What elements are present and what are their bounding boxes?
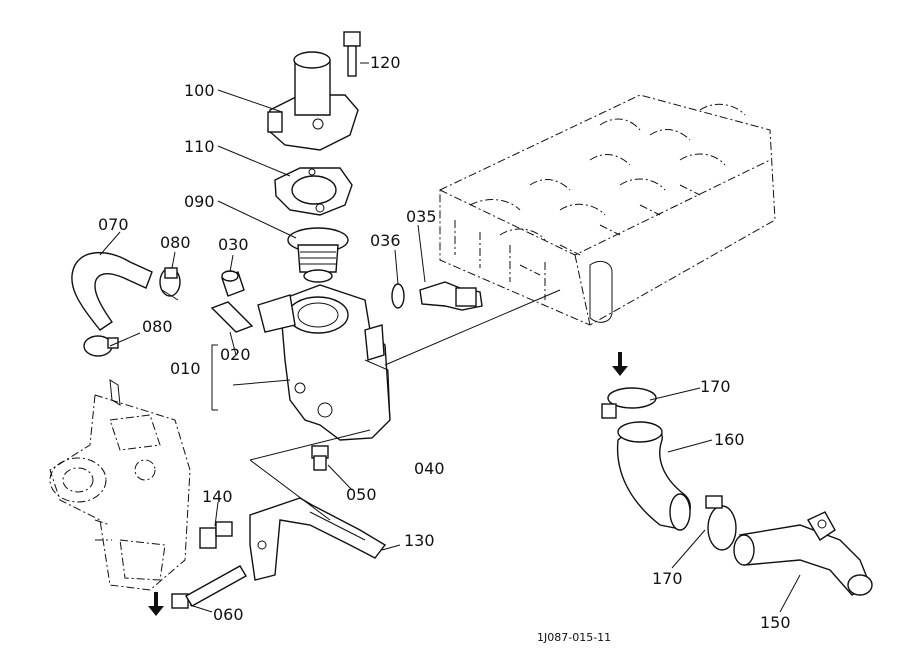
hose-clamp-lower — [83, 335, 119, 357]
label-120: 120 — [370, 53, 401, 72]
label-140: 140 — [202, 487, 233, 506]
bolt-140 — [199, 521, 233, 549]
label-170-upper: 170 — [700, 377, 731, 396]
plug-030 — [221, 270, 245, 297]
label-010: 010 — [170, 359, 201, 378]
gasket — [274, 167, 353, 216]
leader-lines — [99, 62, 561, 613]
figure-code: 1J087-015-11 — [537, 631, 611, 644]
label-040: 040 — [414, 459, 445, 478]
hose-clamp-upper — [159, 267, 181, 301]
water-pipe — [733, 511, 873, 596]
thermostat — [287, 227, 349, 283]
thermostat-cover — [267, 51, 359, 151]
water-hose — [616, 421, 691, 531]
bolt-120 — [343, 31, 361, 77]
label-160: 160 — [714, 430, 745, 449]
label-080-upper: 080 — [160, 233, 191, 252]
cylinder-head — [439, 94, 776, 326]
label-030: 030 — [218, 235, 249, 254]
label-036: 036 — [370, 231, 401, 250]
label-130: 130 — [404, 531, 435, 550]
label-050: 050 — [346, 485, 377, 504]
water-pump — [49, 379, 191, 591]
label-100: 100 — [184, 81, 215, 100]
bypass-hose — [71, 252, 153, 331]
label-170-lower: 170 — [652, 569, 683, 588]
sensor-o-ring — [391, 283, 405, 309]
hose-clamp-170-upper — [601, 387, 657, 419]
label-110: 110 — [184, 137, 215, 156]
temperature-sensor — [419, 281, 483, 311]
hose-clamp-170-lower — [705, 495, 737, 551]
label-060: 060 — [213, 605, 244, 624]
flow-arrow-hose — [612, 352, 628, 376]
label-035: 035 — [406, 207, 437, 226]
bolt-050 — [311, 445, 329, 471]
bolt-060 — [171, 565, 247, 609]
thermostat-housing — [257, 284, 391, 441]
bracket — [249, 497, 387, 581]
label-070: 070 — [98, 215, 129, 234]
label-080-lower: 080 — [142, 317, 173, 336]
label-090: 090 — [184, 192, 215, 211]
pipe-020 — [210, 301, 254, 333]
right-leader-lines — [649, 387, 801, 613]
label-020: 020 — [220, 345, 251, 364]
label-150: 150 — [760, 613, 791, 632]
flow-arrow-pump — [148, 592, 164, 616]
